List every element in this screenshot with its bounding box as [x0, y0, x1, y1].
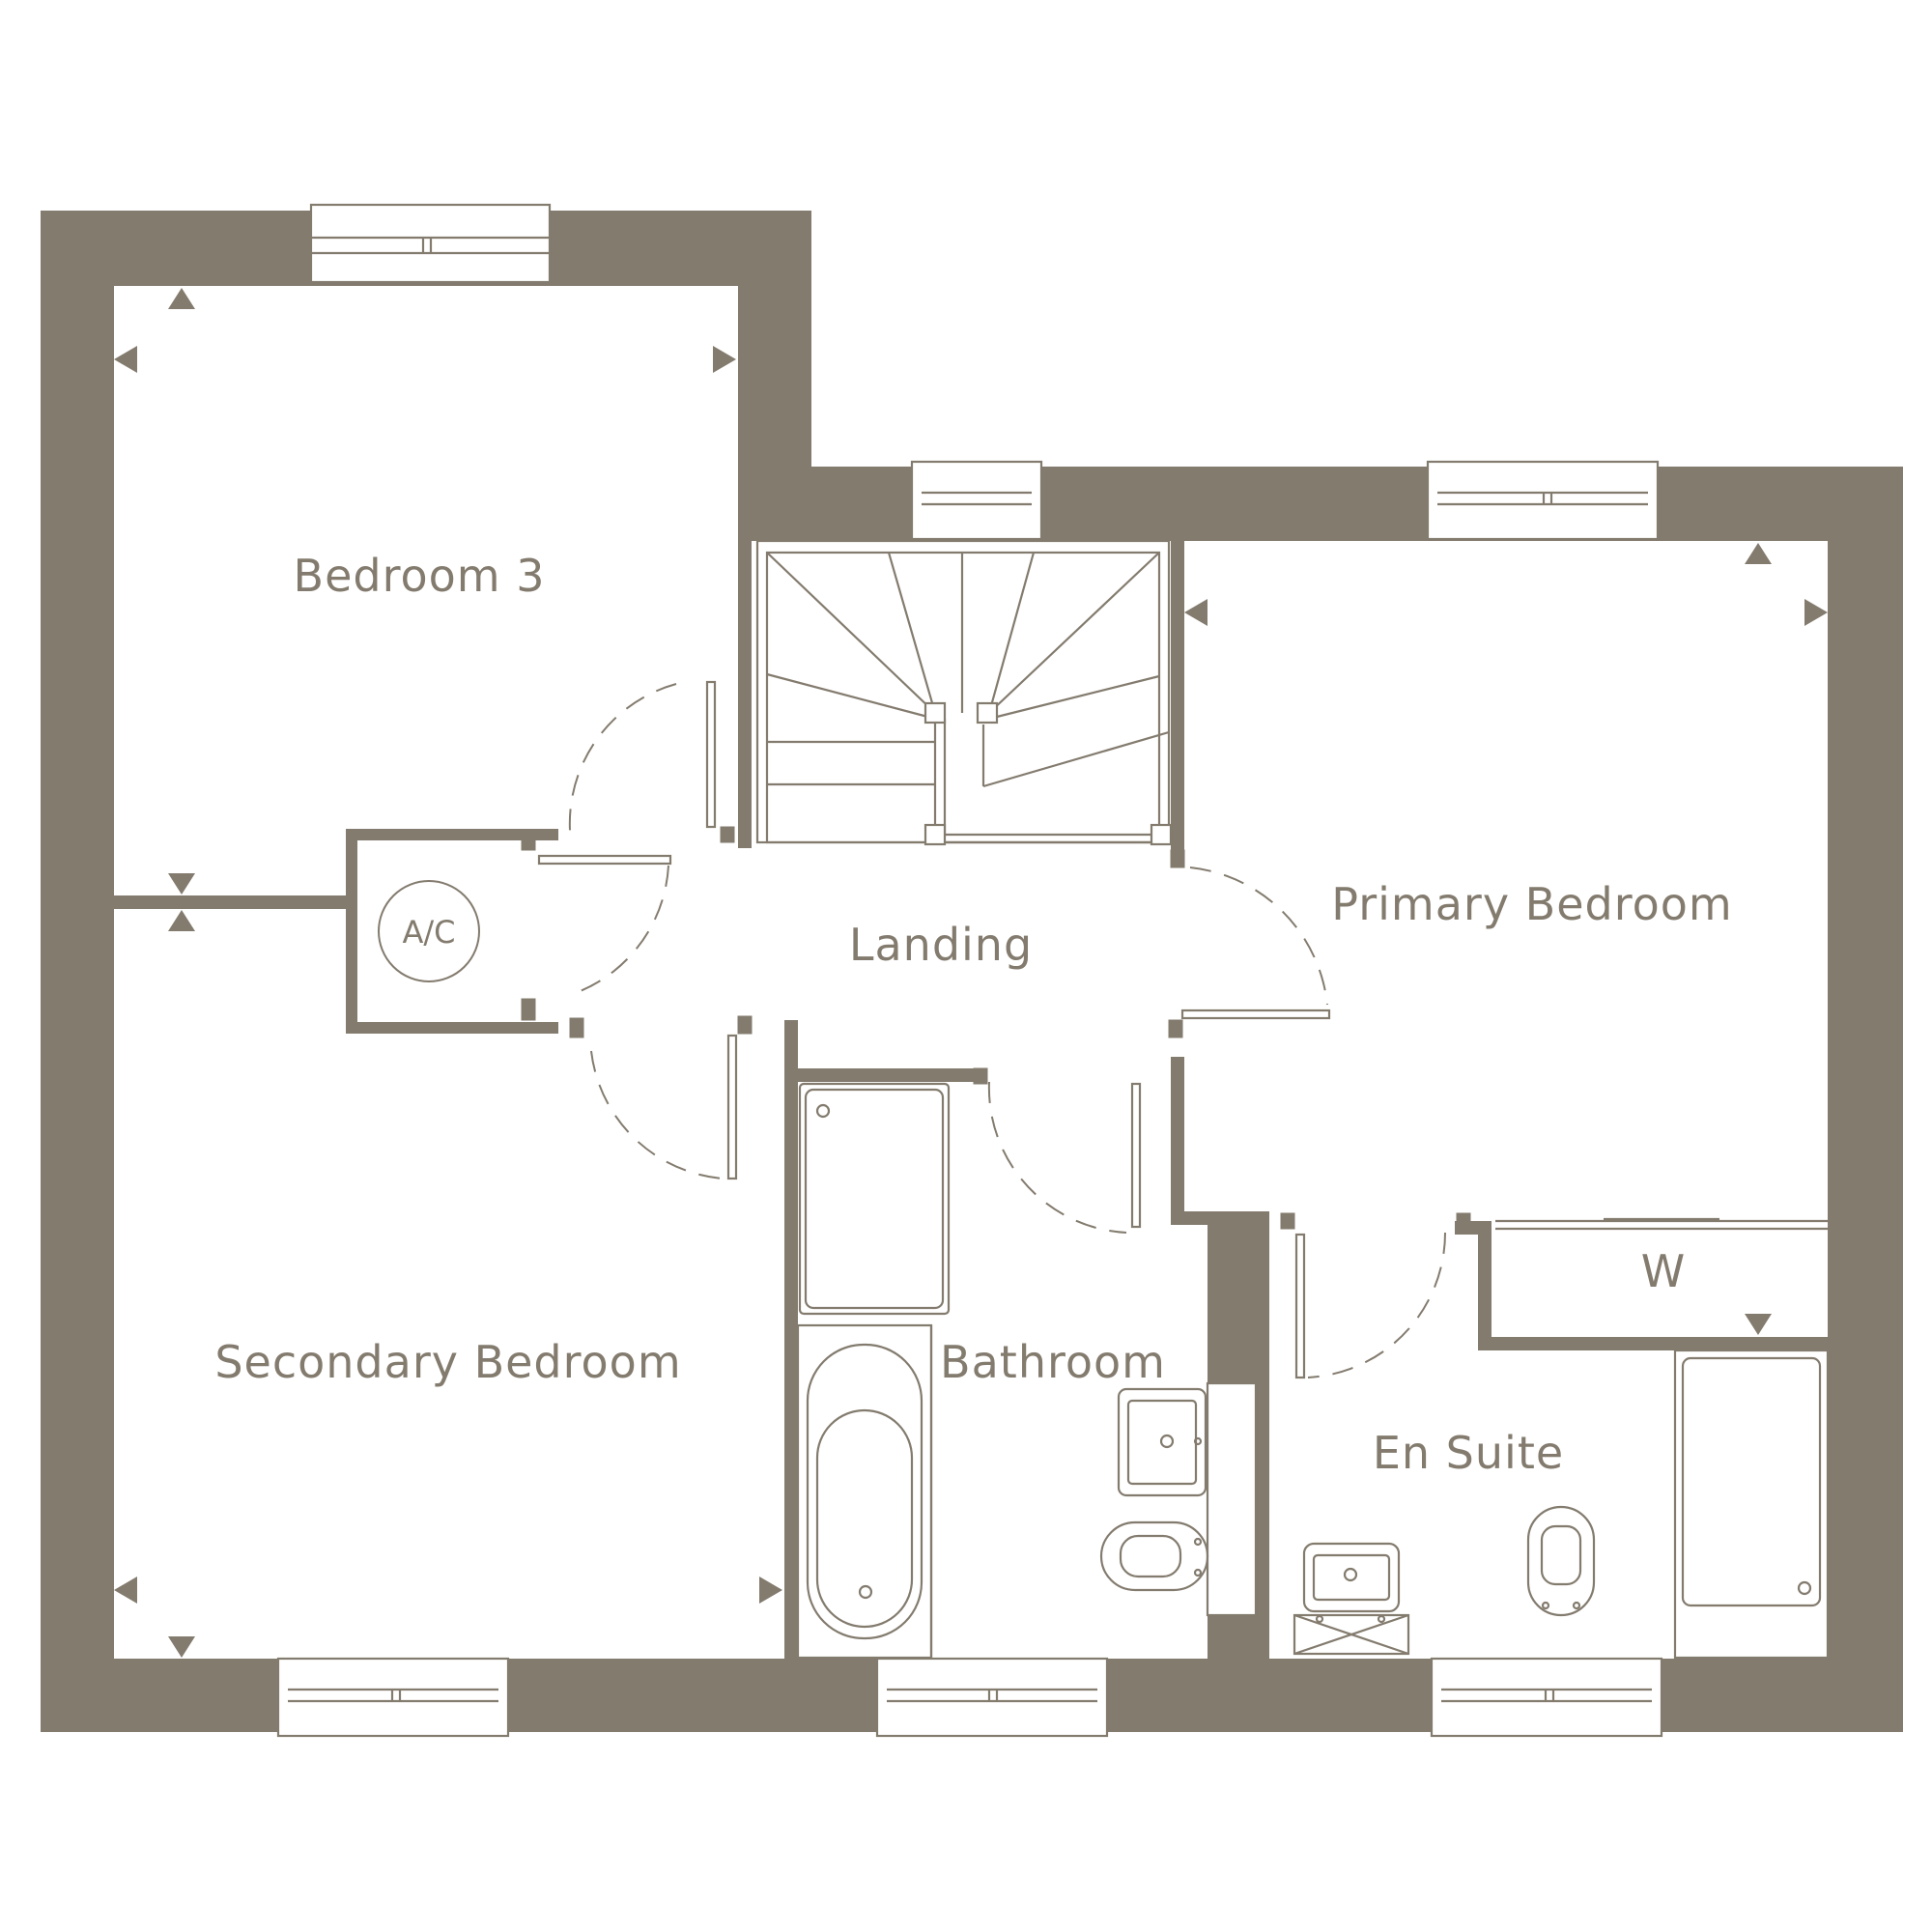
window-stair [910, 460, 1043, 541]
wall-wardrobe-left [1478, 1221, 1492, 1350]
wall-bed3-right [738, 541, 752, 848]
ensuite-fixtures [1293, 1349, 1830, 1660]
wall-wardrobe-bottom [1478, 1337, 1828, 1350]
wall-ensuite-left [1256, 1211, 1269, 1659]
bathroom-fixtures [796, 1082, 1258, 1660]
bathroom-basin [1117, 1387, 1208, 1497]
arrow-right-icon [759, 1577, 782, 1604]
wall-primary-left [1171, 541, 1184, 867]
door-ac-upper [521, 832, 672, 996]
ensuite-shower [1673, 1349, 1830, 1660]
arrow-up-icon [168, 288, 195, 309]
door-ac-lower [521, 998, 584, 1038]
airing-cupboard [378, 880, 480, 982]
wall-ac-bottom [346, 1022, 558, 1034]
door-bathroom [973, 1067, 1142, 1234]
window-primary [1426, 460, 1660, 541]
label-en-suite: En Suite [1373, 1427, 1564, 1479]
door-bedroom3 [568, 680, 735, 843]
wardrobe-doors [1495, 1217, 1828, 1231]
wall-bath-left [784, 1020, 798, 1659]
door-ensuite [1280, 1212, 1471, 1379]
staircase [755, 539, 1173, 846]
arrow-down-icon [1745, 1314, 1772, 1335]
ensuite-basin [1302, 1542, 1401, 1624]
arrow-right-icon [713, 346, 736, 373]
arrow-left-icon [114, 346, 137, 373]
arrow-right-icon [1804, 599, 1828, 626]
window-ensuite [1430, 1657, 1663, 1738]
shower-tray-bathroom [798, 1082, 951, 1316]
wall-bath-top [784, 1068, 985, 1082]
windows [276, 203, 1663, 1738]
wall-bath-duct-bottom [1208, 1615, 1269, 1659]
label-primary-bedroom: Primary Bedroom [1331, 878, 1732, 930]
external-walls [41, 211, 1903, 1732]
label-secondary-bedroom: Secondary Bedroom [214, 1336, 681, 1388]
label-bedroom-3: Bedroom 3 [294, 550, 546, 602]
room-labels: Bedroom 3 Landing Primary Bedroom Second… [214, 550, 1732, 1479]
wall-primary-lower-left [1171, 1057, 1184, 1221]
wall-ac-left [346, 829, 357, 1034]
label-bathroom: Bathroom [940, 1336, 1166, 1388]
doors [521, 680, 1471, 1379]
arrow-down-icon [168, 873, 195, 895]
ensuite-toilet [1526, 1505, 1596, 1617]
ac-circle [378, 880, 480, 982]
arrow-up-icon [1745, 543, 1772, 564]
arrow-up-icon [168, 910, 195, 931]
wall-bed3-secondary [114, 895, 350, 909]
arrow-left-icon [114, 1577, 137, 1604]
arrow-down-icon [168, 1636, 195, 1658]
label-wardrobe: W [1641, 1245, 1686, 1297]
door-primary [1168, 849, 1331, 1038]
window-secondary [276, 1657, 510, 1738]
door-secondary [590, 1015, 753, 1180]
arrow-left-icon [1184, 599, 1208, 626]
ensuite-vanity [1293, 1613, 1410, 1656]
wall-ac-top [346, 829, 558, 840]
window-bedroom3 [309, 203, 552, 284]
window-bathroom [875, 1657, 1109, 1738]
label-airing-cupboard: A/C [402, 914, 455, 951]
label-landing: Landing [849, 919, 1033, 971]
bathroom-duct [1206, 1381, 1258, 1617]
dimension-markers [114, 288, 1828, 1658]
